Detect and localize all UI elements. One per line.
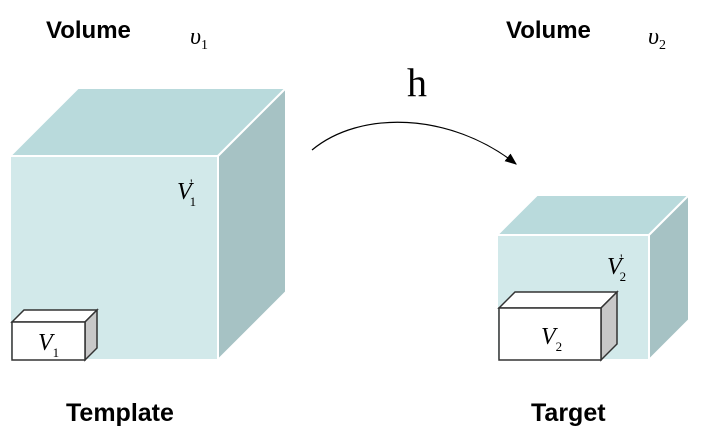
template-volume-title: Volume [46, 17, 131, 44]
target-caption: Target [531, 399, 606, 427]
target-inner-top-face [497, 291, 619, 309]
template-inner-box [10, 308, 99, 362]
target-volume-symbol: υ2 [648, 24, 666, 53]
template-caption: Template [66, 399, 174, 427]
template-inner-top-face [10, 309, 99, 323]
template-outer-label: V1' [177, 176, 196, 209]
template-inner-label: V1 [38, 330, 59, 360]
template-volume-symbol: υ1 [190, 24, 208, 53]
target-inner-label: V2 [541, 324, 562, 354]
mapping-label: h [407, 60, 427, 105]
target-inner-box [497, 290, 619, 362]
target-inner-front-face [498, 307, 602, 361]
target-outer-label: V2' [607, 251, 626, 284]
template-inner-front-face [11, 321, 86, 361]
target-volume-title: Volume [506, 17, 591, 44]
mapping-arrow [311, 121, 517, 165]
